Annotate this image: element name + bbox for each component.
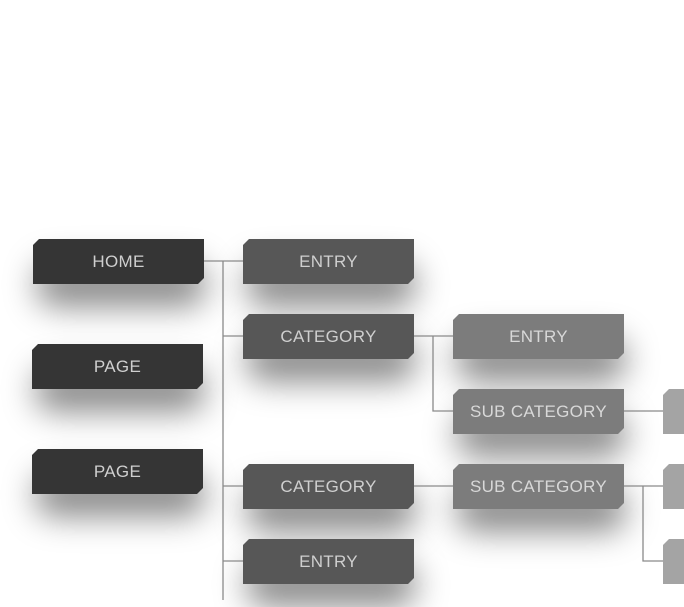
node-category-2-subcategory[interactable]: SUB CATEGORY [453, 464, 624, 509]
node-label: SUB CATEGORY [469, 476, 608, 496]
node-category-1-entry[interactable]: ENTRY [453, 314, 624, 359]
node-partial-child[interactable] [663, 539, 684, 584]
node-label: SUB CATEGORY [469, 401, 608, 421]
node-category-1-subcategory[interactable]: SUB CATEGORY [453, 389, 624, 434]
node-label: CATEGORY [280, 326, 377, 346]
node-category-2[interactable]: CATEGORY [243, 464, 414, 509]
node-label: ENTRY [299, 551, 358, 571]
node-label: HOME [92, 251, 145, 271]
node-home[interactable]: HOME [33, 239, 204, 284]
node-partial-child[interactable] [663, 464, 684, 509]
node-label: ENTRY [299, 251, 358, 271]
node-page-2[interactable]: PAGE [32, 449, 203, 494]
node-page-1[interactable]: PAGE [32, 344, 203, 389]
node-label: ENTRY [509, 326, 568, 346]
node-entry-2[interactable]: ENTRY [243, 539, 414, 584]
node-label: PAGE [93, 356, 142, 376]
node-label: CATEGORY [280, 476, 377, 496]
connector-subcategory-2-child-2 [642, 486, 664, 562]
node-entry-1[interactable]: ENTRY [243, 239, 414, 284]
node-category-1[interactable]: CATEGORY [243, 314, 414, 359]
node-label: PAGE [93, 461, 142, 481]
connector-category-1-subcategory [432, 336, 454, 412]
node-partial-child[interactable] [663, 389, 684, 434]
